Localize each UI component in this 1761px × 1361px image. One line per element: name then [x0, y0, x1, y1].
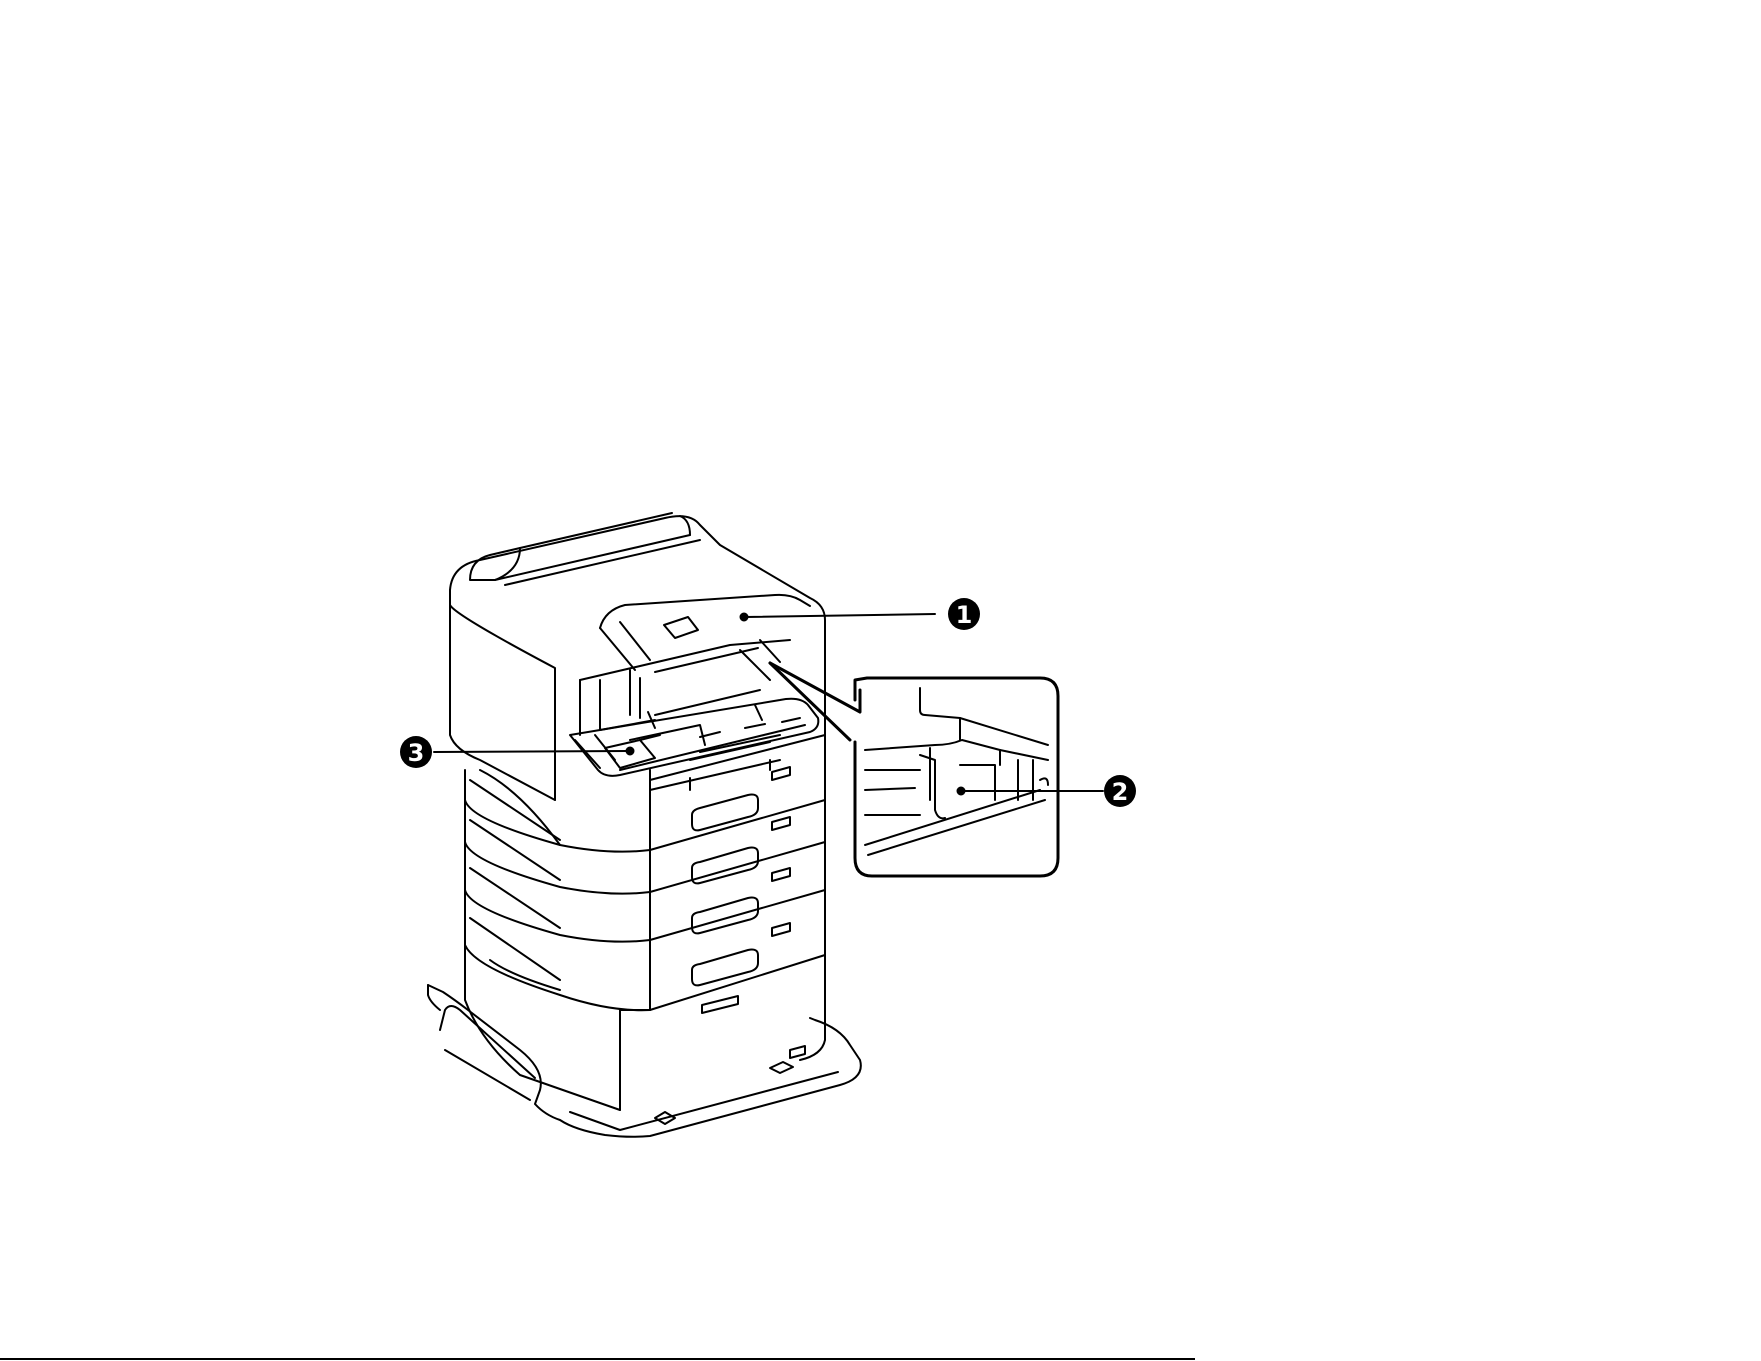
- leader-dot-2: [958, 788, 965, 795]
- callout-badge-3: 3: [400, 736, 432, 768]
- callout-badge-2: 2: [1104, 775, 1136, 807]
- callout-number-2: 2: [1112, 778, 1129, 806]
- callout-number-1: 1: [956, 601, 973, 629]
- leader-line-1: [746, 614, 935, 617]
- callout-leaders: [434, 614, 1103, 795]
- callout-badge-1: 1: [948, 598, 980, 630]
- footer-rule: [0, 1358, 1195, 1360]
- leader-dot-3: [627, 748, 634, 755]
- detail-magnifier-bubble: [770, 663, 1058, 876]
- printer-body: [450, 513, 825, 800]
- leader-line-3: [434, 751, 628, 752]
- printer-base-stand: [428, 985, 861, 1137]
- callout-number-3: 3: [408, 739, 425, 767]
- leader-dot-1: [741, 614, 748, 621]
